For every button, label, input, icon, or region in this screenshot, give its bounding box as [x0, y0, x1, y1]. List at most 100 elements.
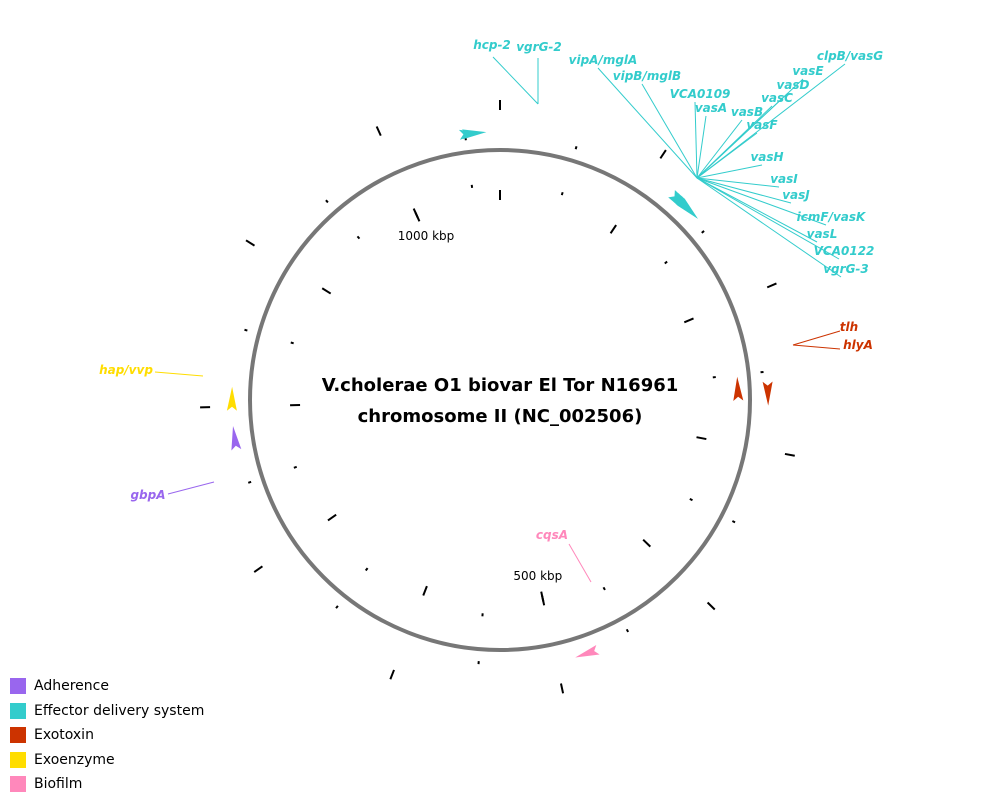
tick-mark-outer-major — [559, 683, 565, 694]
feature-arrow — [762, 381, 773, 406]
gene-label: vasA — [695, 101, 727, 115]
gene-label: vasF — [746, 118, 778, 132]
gene-label: clpB/vasG — [817, 49, 883, 63]
leader-line — [492, 56, 539, 105]
scale-label: 500 kbp — [513, 569, 562, 583]
feature-arrow — [226, 386, 237, 411]
leader-line — [154, 371, 204, 377]
gene-label: vasH — [750, 150, 783, 164]
tick-mark-inner-minor — [602, 586, 606, 591]
feature-arrow — [733, 376, 744, 401]
leader-line — [696, 177, 780, 188]
leader-line — [696, 78, 804, 179]
scale-label: 1000 kbp — [398, 229, 455, 243]
gene-label: hlyA — [843, 338, 873, 352]
tick-mark-inner-minor — [689, 497, 693, 502]
tick-mark-inner-minor — [664, 260, 668, 265]
tick-mark-outer-major — [389, 669, 395, 680]
scale-tick — [540, 591, 545, 602]
map-title-line-2: chromosome II (NC_002506) — [358, 406, 643, 427]
gene-label: vipB/mglB — [613, 69, 681, 83]
gene-label: vasI — [770, 172, 798, 186]
gene-label: vasC — [761, 91, 793, 105]
leader-line — [696, 115, 707, 179]
feature-arrow — [677, 198, 698, 219]
gene-label: vgrG-2 — [516, 40, 562, 54]
tick-mark-inner-major — [321, 287, 332, 295]
legend-item-exoenzyme: Exoenzyme — [10, 748, 310, 773]
label-leaders — [154, 56, 846, 583]
tick-mark-outer-major — [766, 282, 777, 289]
legend-swatch-exoenzyme — [10, 751, 26, 768]
legend-label-adherence: Adherence — [34, 678, 109, 695]
gene-label: vipA/mglA — [569, 53, 638, 67]
legend: Adherence Effector delivery system Exoto… — [10, 674, 310, 797]
leader-line — [696, 132, 758, 179]
feature-arrow — [575, 645, 600, 658]
tick-mark-inner-major — [422, 585, 428, 596]
legend-swatch-exotoxin — [10, 727, 26, 744]
tick-mark-outer-major — [706, 601, 716, 611]
leader-line — [696, 164, 763, 179]
feature-arrow — [462, 129, 487, 140]
leader-line — [696, 177, 818, 243]
tick-mark-inner-minor — [560, 191, 564, 196]
feature-markers — [226, 129, 773, 658]
gene-label: hap/vvp — [99, 363, 153, 377]
legend-swatch-biofilm — [10, 776, 26, 793]
legend-label-biofilm: Biofilm — [34, 776, 83, 793]
tick-mark-inner-major — [327, 513, 337, 522]
gene-labels: hcp-2 vgrG-2 vipA/mglA vipB/mglB VCA0109vasA… — [99, 38, 883, 542]
leader-line — [597, 67, 698, 179]
tick-mark-outer-minor — [325, 199, 329, 204]
tick-marks — [200, 100, 795, 694]
legend-label-exoenzyme: Exoenzyme — [34, 751, 115, 768]
legend-item-biofilm: Biofilm — [10, 772, 310, 797]
tick-mark-inner-minor — [293, 465, 298, 469]
legend-label-exotoxin: Exotoxin — [34, 727, 94, 744]
leader-line — [696, 177, 827, 226]
gene-label: vasD — [776, 78, 809, 92]
tick-mark-outer-major — [253, 565, 263, 573]
leader-line — [696, 177, 792, 204]
tick-mark-inner-major — [683, 317, 694, 324]
tick-mark-inner-minor — [356, 235, 361, 240]
leader-line — [568, 543, 592, 583]
tick-mark-outer-minor — [625, 628, 630, 633]
gene-label: gbpA — [130, 488, 165, 502]
tick-mark-outer-major — [659, 149, 667, 159]
tick-mark-inner-minor — [364, 567, 369, 572]
gene-label: vasJ — [782, 188, 810, 202]
legend-swatch-effector — [10, 702, 26, 719]
tick-mark-inner-major — [609, 224, 617, 234]
leader-line — [696, 119, 743, 179]
scale-labels: 500 kbp 1000 kbp — [398, 211, 562, 602]
tick-mark-outer-major — [375, 126, 382, 137]
leader-line — [641, 83, 698, 179]
tick-mark-outer-minor — [335, 605, 339, 609]
gene-label: vasB — [731, 105, 763, 119]
tick-mark-inner-minor — [290, 341, 294, 345]
chromosome-circle — [248, 148, 752, 652]
tick-mark-outer-minor — [574, 146, 578, 150]
tick-mark-outer-minor — [701, 230, 705, 234]
tick-mark-outer-minor — [731, 520, 736, 524]
gene-label: vasE — [792, 64, 824, 78]
legend-item-exotoxin: Exotoxin — [10, 723, 310, 748]
gene-label: hcp-2 — [473, 38, 511, 52]
tick-mark-outer-minor — [244, 328, 248, 332]
legend-label-effector: Effector delivery system — [34, 702, 205, 719]
legend-item-effector: Effector delivery system — [10, 699, 310, 724]
gene-label: VCA0122 — [814, 244, 875, 258]
gene-label: VCA0109 — [670, 87, 731, 101]
tick-mark-inner-major — [642, 538, 652, 548]
leader-line — [696, 177, 842, 278]
tick-mark-outer-major — [245, 239, 256, 247]
gene-label: icmF/vasK — [797, 210, 867, 224]
leader-line — [696, 177, 840, 260]
tick-mark-inner-major — [696, 436, 707, 441]
scale-tick — [414, 211, 421, 222]
map-title-line-1: V.cholerae O1 biovar El Tor N16961 — [322, 375, 679, 396]
legend-swatch-adherence — [10, 678, 26, 695]
